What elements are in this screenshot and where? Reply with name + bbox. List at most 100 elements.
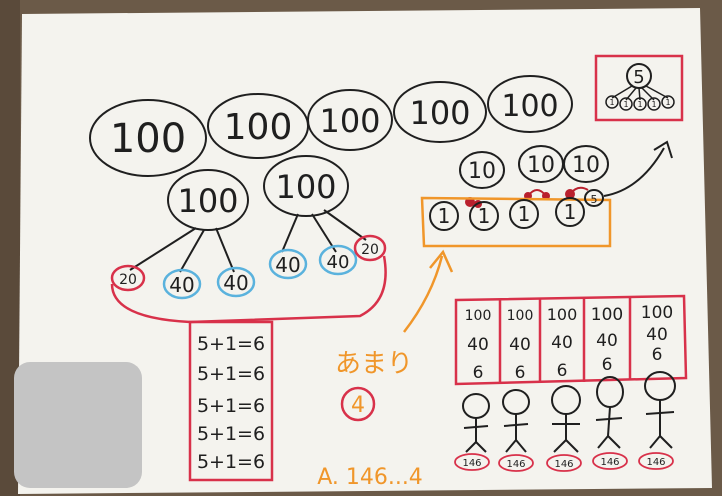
stick-people: [462, 371, 676, 453]
five-text: 5: [633, 67, 644, 88]
one-text-2: 1: [478, 204, 491, 228]
five-part-3: 1: [637, 100, 642, 109]
five-part-4: 1: [651, 100, 656, 109]
split-text-2: 40: [169, 273, 194, 297]
answer-text: A. 146...4: [317, 465, 423, 490]
ones-box: [420, 196, 612, 248]
shares-table: [454, 294, 688, 386]
hundreds-row: [89, 75, 573, 177]
share-1-hundred: 100: [465, 308, 492, 324]
split-text-3: 40: [223, 271, 248, 295]
one-text-4: 1: [564, 200, 577, 224]
split-text-1: 20: [119, 272, 137, 288]
split-circle-5: [318, 244, 358, 276]
share-1-one: 6: [473, 363, 484, 383]
hundred-oval-4: [393, 81, 487, 143]
board-edge: [0, 0, 20, 496]
one-text-1: 1: [438, 204, 451, 228]
person-label-4: 146: [600, 457, 619, 468]
hundred-text-3: 100: [319, 102, 380, 140]
share-2-hundred: 100: [507, 308, 534, 324]
carry-circle: [584, 189, 604, 207]
remainder-circle: [340, 386, 376, 422]
hundred-oval-1: [89, 99, 207, 177]
split-text-5: 40: [327, 252, 350, 273]
five-part-5: 1: [665, 98, 670, 107]
carry-arrow: [603, 147, 665, 197]
stick-person-3: [551, 385, 581, 453]
hundred-text-1: 100: [110, 116, 186, 162]
share-1-ten: 40: [467, 335, 489, 355]
share-4-hundred: 100: [591, 305, 623, 325]
remainder-arrow: [403, 255, 444, 333]
person-label-3: 146: [554, 459, 573, 470]
share-3-one: 6: [557, 361, 568, 381]
split-circle-3: [216, 266, 256, 298]
one-circle-2: [469, 201, 499, 231]
person-label-1: 146: [462, 458, 481, 469]
split-text-6: 20: [361, 242, 379, 258]
share-4-ten: 40: [596, 331, 618, 351]
ten-text-3: 10: [572, 153, 600, 178]
split-circle-4: [268, 248, 308, 280]
split-circle-1: [110, 264, 146, 292]
share-5-one: 6: [652, 345, 663, 365]
share-3-hundred: 100: [547, 305, 578, 324]
people-label-ovals: [454, 452, 674, 472]
carry-text: 5: [591, 193, 598, 206]
stick-person-2: [502, 389, 530, 453]
split-circle-2: [162, 268, 202, 300]
one-circle-1: [429, 201, 459, 231]
one-circle-4: [555, 197, 585, 227]
split-circles: [110, 234, 387, 300]
shares-values: 100 40 6 100 40 6 100 40 6 100 40 6 100 …: [465, 303, 674, 383]
share-2-ten: 40: [509, 335, 531, 355]
connector-arcs: [527, 186, 589, 197]
hundred-oval-5: [487, 75, 573, 133]
remainder-label: あまり: [335, 349, 413, 379]
hundred-text-5: 100: [501, 89, 558, 124]
one-circle-3: [509, 199, 539, 229]
shares-table-border: [454, 294, 688, 386]
share-5-hundred: 100: [641, 303, 673, 323]
one-text-3: 1: [518, 202, 531, 226]
redaction-block: [14, 362, 142, 488]
hundred-text-4: 100: [409, 94, 470, 132]
stick-person-1: [462, 393, 490, 453]
pair-text-2: 100: [275, 168, 336, 206]
hundreds-pair: [167, 155, 349, 231]
five-part-2: 1: [623, 100, 628, 109]
equation-4: 5+1=6: [197, 423, 265, 445]
hundred-text-2: 100: [224, 107, 293, 148]
remainder-value: 4: [351, 393, 365, 418]
share-4-one: 6: [602, 355, 613, 375]
ten-text-1: 10: [468, 159, 496, 184]
share-5-ten: 40: [646, 325, 668, 345]
stick-person-5: [644, 371, 676, 449]
split-text-4: 40: [275, 253, 300, 277]
equation-3: 5+1=6: [197, 395, 265, 417]
ten-circle-3: [563, 145, 609, 183]
five-box: [594, 54, 684, 122]
equation-5: 5+1=6: [197, 451, 265, 473]
pair-text-1: 100: [177, 182, 238, 220]
ten-circle-1: [459, 151, 505, 189]
carry-arrowhead: [653, 140, 673, 159]
share-3-ten: 40: [551, 333, 573, 353]
equation-1: 5+1=6: [197, 333, 265, 355]
ten-text-2: 10: [527, 153, 555, 178]
equation-box: [188, 320, 274, 482]
equation-2: 5+1=6: [197, 363, 265, 385]
pair-oval-1: [167, 169, 249, 231]
tens-circles: [459, 145, 609, 189]
split-circle-6: [353, 234, 387, 262]
pair-oval-2: [263, 155, 349, 217]
remainder-arrowhead: [429, 249, 454, 273]
share-2-one: 6: [515, 363, 526, 383]
ones-circles: [429, 189, 604, 231]
hundred-oval-3: [307, 89, 393, 151]
person-label-2: 146: [506, 459, 525, 470]
stick-person-4: [595, 376, 624, 449]
five-part-1: 1: [609, 98, 614, 107]
